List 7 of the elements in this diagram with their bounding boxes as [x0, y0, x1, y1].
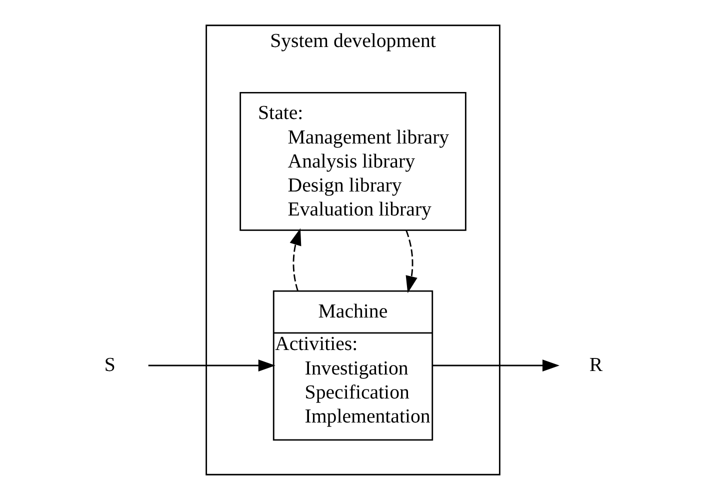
arrow	[290, 228, 302, 292]
arrow	[432, 360, 560, 372]
node-box: State: Management library Analysis library Design library Evaluation library	[240, 92, 466, 231]
node-text: R	[589, 354, 603, 376]
arrow	[406, 230, 418, 294]
node-text: S	[104, 354, 116, 376]
arrow	[148, 360, 276, 372]
